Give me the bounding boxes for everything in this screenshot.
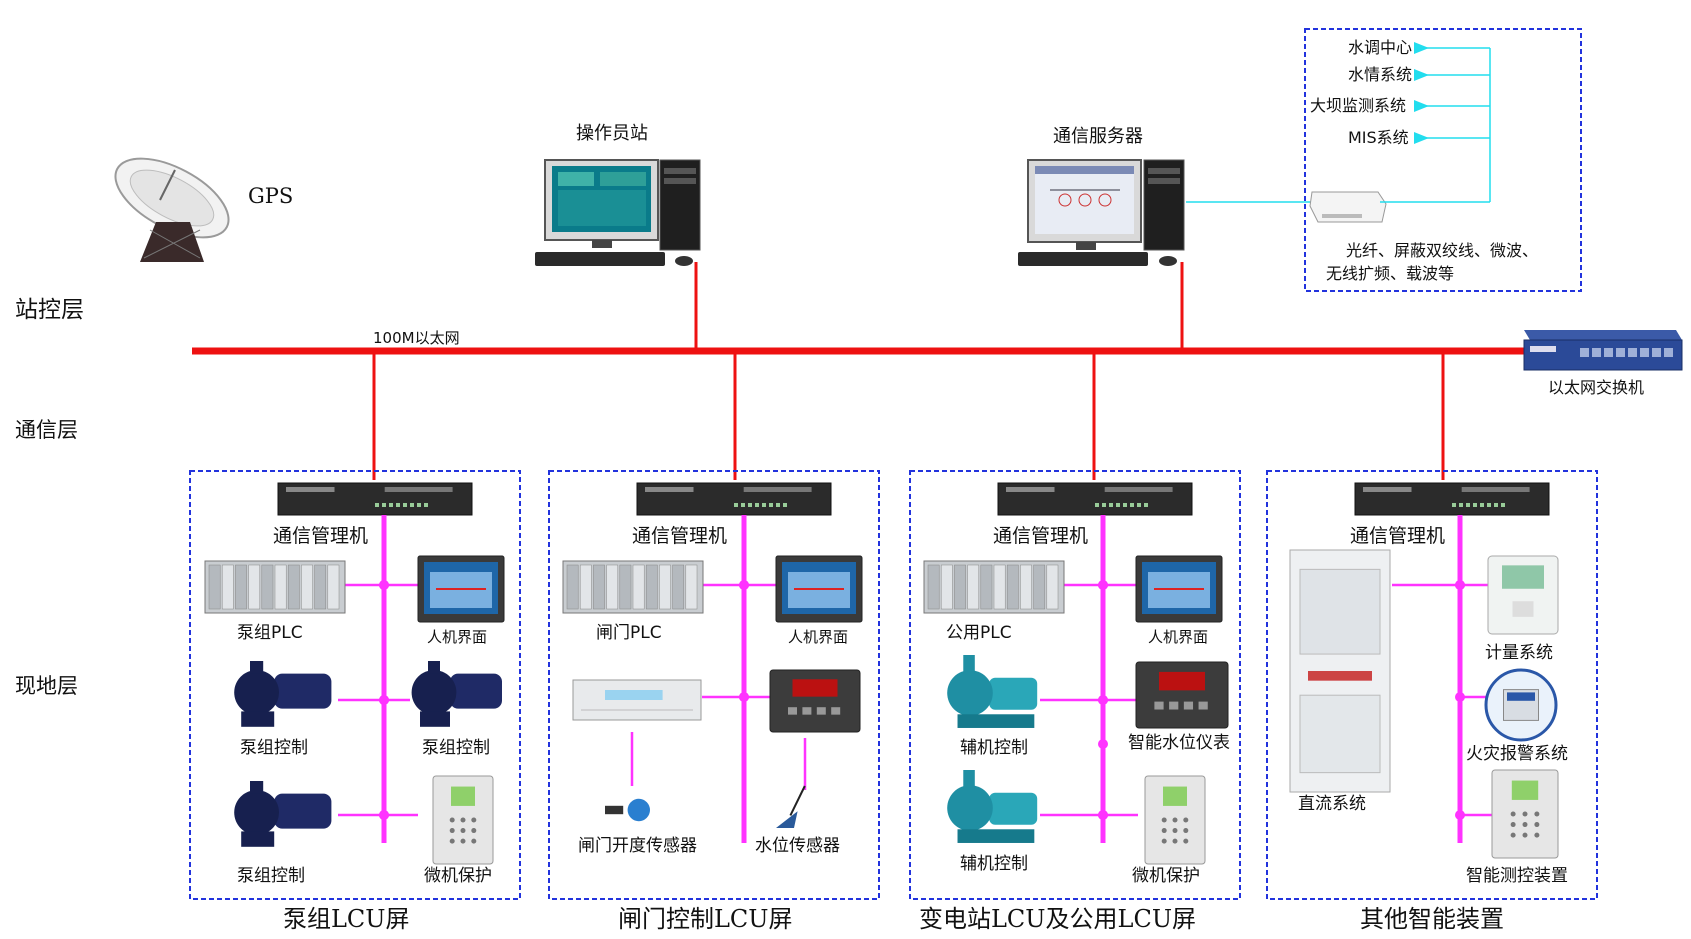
- p3-relay-icon: [1144, 775, 1206, 865]
- p3-label-3: 智能水位仪表: [1128, 733, 1230, 753]
- comm-manager-4-label: 通信管理机: [1350, 525, 1446, 547]
- p3-label-0: 公用PLC: [946, 623, 1012, 643]
- p3-label-2: 辅机控制: [960, 738, 1028, 758]
- operator-workstation-icon: [535, 159, 701, 266]
- comm-server-icon: [1018, 159, 1185, 266]
- panel-3-title: 变电站LCU及公用LCU屏: [919, 905, 1197, 933]
- media-text-line2: 无线扩频、载波等: [1326, 264, 1455, 283]
- p1-label-4: 泵组控制: [237, 866, 305, 886]
- p3-label-5: 微机保护: [1132, 866, 1200, 886]
- p2-label-0: 闸门PLC: [596, 623, 662, 643]
- panel-2-title: 闸门控制LCU屏: [618, 905, 793, 933]
- p4-fire-alarm-icon: [1484, 668, 1558, 742]
- gps-dish-icon: [114, 157, 230, 262]
- p1-label-2: 泵组控制: [240, 738, 308, 758]
- p4-dc-cabinet-icon: [1289, 549, 1391, 793]
- panel-3-box: [909, 470, 1241, 900]
- p4-label-3: 智能测控装置: [1466, 866, 1568, 886]
- p3-plc-icon: [923, 560, 1065, 614]
- panel-1-title: 泵组LCU屏: [283, 905, 410, 933]
- p3-aux-pump1-icon: [947, 655, 1038, 728]
- panel-4-title: 其他智能装置: [1360, 905, 1504, 933]
- p4-label-1: 火灾报警系统: [1466, 744, 1568, 764]
- comm-server-label: 通信服务器: [1053, 126, 1143, 147]
- switch-label: 以太网交换机: [1548, 378, 1645, 397]
- p3-aux-pump2-icon: [947, 770, 1038, 843]
- comm-manager-3-icon: [997, 482, 1193, 516]
- p2-hmi-icon: [775, 555, 863, 623]
- comm-manager-2-icon: [636, 482, 832, 516]
- p4-label-2: 直流系统: [1298, 794, 1366, 814]
- p1-pump3-icon: [234, 781, 332, 847]
- comm-manager-3-label: 通信管理机: [993, 525, 1089, 547]
- p3-label-1: 人机界面: [1148, 628, 1209, 646]
- external-system-2: 大坝监测系统: [1310, 96, 1407, 115]
- layer-label-field: 现地层: [15, 674, 78, 698]
- p2-gate-sensor-icon: [605, 798, 650, 822]
- p4-measure-device-icon: [1491, 769, 1559, 859]
- panel-2-box: [548, 470, 880, 900]
- p1-label-3: 泵组控制: [422, 738, 490, 758]
- comm-manager-4-icon: [1354, 482, 1550, 516]
- p1-pump1-icon: [234, 661, 332, 727]
- p2-label-1: 人机界面: [788, 628, 849, 646]
- panel-1-box: [189, 470, 521, 900]
- external-system-3: MIS系统: [1348, 128, 1409, 147]
- comm-manager-1-label: 通信管理机: [273, 525, 369, 547]
- p4-label-0: 计量系统: [1485, 643, 1553, 663]
- p2-label-2: 闸门开度传感器: [578, 836, 697, 856]
- external-system-1: 水情系统: [1348, 65, 1413, 84]
- p1-label-0: 泵组PLC: [237, 623, 303, 643]
- layer-label-station: 站控层: [15, 297, 84, 323]
- media-text-line1: 光纤、屏蔽双绞线、微波、: [1346, 241, 1539, 260]
- p3-hmi-icon: [1135, 555, 1223, 623]
- p1-relay-icon: [432, 775, 494, 865]
- gps-label: GPS: [248, 184, 294, 208]
- modem-icon: [1309, 191, 1387, 223]
- external-system-0: 水调中心: [1348, 38, 1413, 57]
- p2-plc-icon: [562, 560, 704, 614]
- external-systems-box: [1304, 28, 1582, 292]
- layer-label-comm: 通信层: [15, 418, 78, 442]
- p1-plc-icon: [204, 560, 346, 614]
- panel-4-box: [1266, 470, 1598, 900]
- p1-label-5: 微机保护: [424, 866, 492, 886]
- comm-manager-2-label: 通信管理机: [632, 525, 728, 547]
- p2-meter-icon: [769, 669, 861, 733]
- p3-label-4: 辅机控制: [960, 854, 1028, 874]
- ethernet-switch-icon: [1523, 330, 1683, 371]
- comm-manager-1-icon: [277, 482, 473, 516]
- p4-energy-meter-icon: [1487, 555, 1559, 635]
- p3-level-meter-icon: [1135, 661, 1229, 729]
- ethernet-label: 100M以太网: [373, 329, 460, 347]
- operator-station-label: 操作员站: [576, 123, 648, 144]
- p2-controller-icon: [572, 679, 702, 721]
- p1-label-1: 人机界面: [427, 628, 488, 646]
- p2-level-probe-icon: [776, 785, 806, 828]
- p1-hmi-icon: [417, 555, 505, 623]
- p1-pump2-icon: [411, 661, 502, 727]
- p2-label-3: 水位传感器: [755, 836, 840, 856]
